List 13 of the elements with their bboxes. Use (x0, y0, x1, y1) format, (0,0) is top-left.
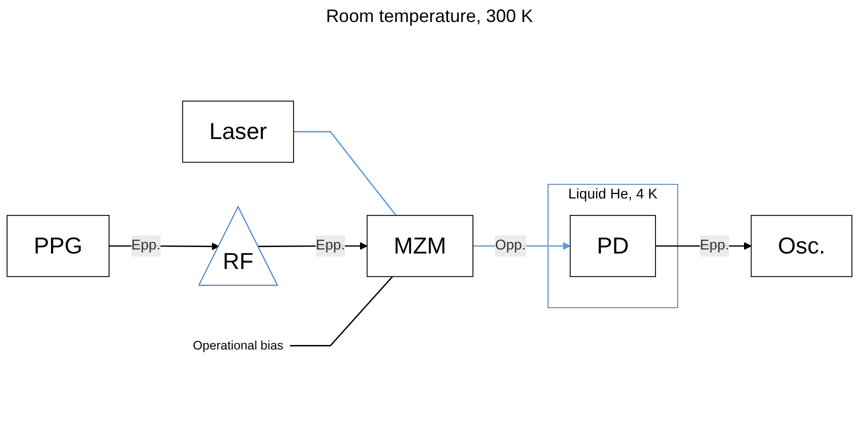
region-label: Room temperature, 300 K (326, 6, 534, 26)
edge-label: Epp. (131, 238, 160, 254)
edge-label: Epp. (316, 238, 345, 254)
node-box: Laser (182, 100, 294, 163)
node-box: PD (570, 215, 656, 278)
connector (290, 276, 393, 346)
node-text: Operational bias (192, 338, 284, 352)
edge-label: Opp. (495, 238, 526, 254)
connector (294, 131, 397, 216)
node-box: MZM (366, 215, 474, 278)
node-box: Osc. (750, 215, 852, 278)
edge-label: Epp. (700, 238, 730, 254)
node-box: PPG (6, 215, 110, 278)
